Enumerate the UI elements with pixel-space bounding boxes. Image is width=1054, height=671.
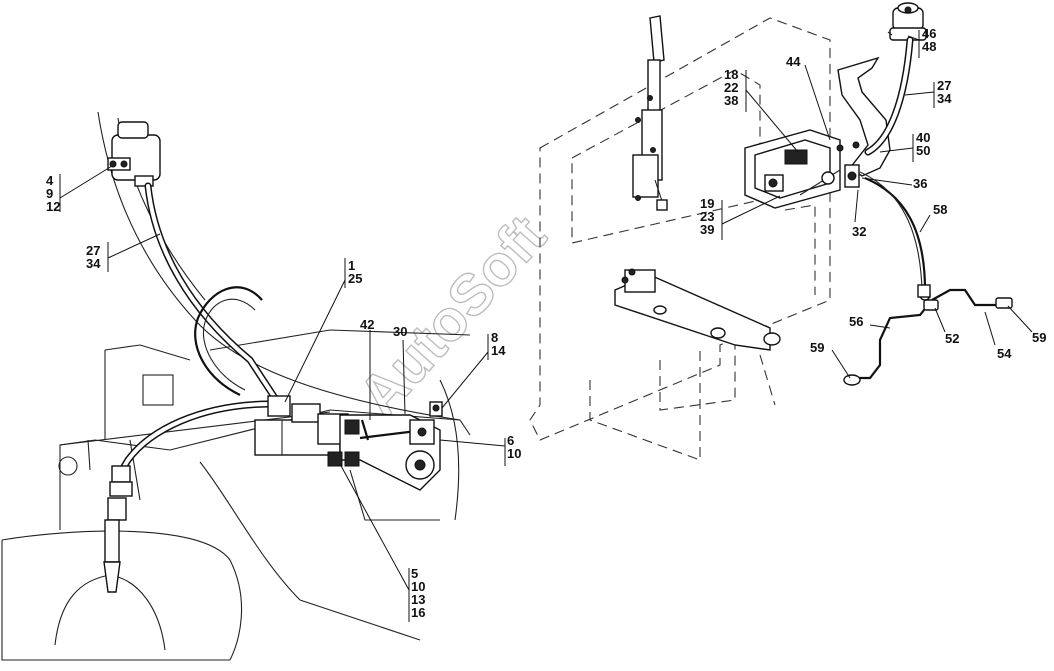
parking-brake-lever [632, 15, 668, 211]
callout-number: 23 [700, 209, 714, 224]
callout-42: 42 [360, 317, 374, 332]
callout-number: 22 [724, 80, 738, 95]
master-cylinder [254, 395, 349, 456]
callout-number: 36 [913, 176, 927, 191]
callout-number: 10 [507, 446, 521, 461]
hose-fittings-left [103, 465, 133, 593]
callout-58: 58 [933, 202, 947, 217]
callout-number: 39 [700, 222, 714, 237]
callout-30: 30 [393, 324, 407, 339]
callout-number: 9 [46, 186, 53, 201]
pedal-left [194, 286, 263, 396]
callout-number: 19 [700, 196, 714, 211]
callout-number: 34 [86, 256, 101, 271]
callout-number: 42 [360, 317, 374, 332]
callout-number: 56 [849, 314, 863, 329]
callout-1-25: 125 [348, 258, 362, 286]
callout-59-left: 59 [810, 340, 824, 355]
callout-number: 1 [348, 258, 355, 273]
reservoir-left [107, 121, 161, 187]
callout-number: 10 [411, 579, 425, 594]
callout-6-10: 610 [507, 433, 521, 461]
frame-outline-left [1, 111, 471, 661]
cab-frame-dashed [529, 17, 831, 461]
callout-number: 44 [786, 54, 801, 69]
callout-number: 4 [46, 173, 54, 188]
callout-number: 48 [922, 39, 936, 54]
callout-number: 27 [86, 243, 100, 258]
callout-number: 52 [945, 331, 959, 346]
callout-number: 58 [933, 202, 947, 217]
callout-number: 13 [411, 592, 425, 607]
callout-number: 59 [1032, 330, 1046, 345]
callout-number: 14 [491, 343, 506, 358]
callout-number: 16 [411, 605, 425, 620]
callout-number: 32 [852, 224, 866, 239]
callout-44: 44 [786, 54, 801, 69]
reservoir-right [887, 2, 927, 41]
callout-59-right: 59 [1032, 330, 1046, 345]
callout-number: 30 [393, 324, 407, 339]
leader-lines [59, 30, 1033, 622]
callout-number: 54 [997, 346, 1012, 361]
callout-number: 12 [46, 199, 60, 214]
linkage-bracket [327, 401, 443, 491]
callout-number: 46 [922, 26, 936, 41]
callout-number: 25 [348, 271, 362, 286]
callout-number: 8 [491, 330, 498, 345]
callout-36: 36 [913, 176, 927, 191]
callout-number: 34 [937, 91, 952, 106]
callout-8-14: 814 [491, 330, 506, 358]
callout-number: 27 [937, 78, 951, 93]
callout-number: 40 [916, 130, 930, 145]
callout-number: 6 [507, 433, 514, 448]
brake-pedal [836, 56, 891, 188]
callout-number: 38 [724, 93, 738, 108]
callout-number: 5 [411, 566, 418, 581]
callout-number: 18 [724, 67, 738, 82]
callout-32: 32 [852, 224, 866, 239]
brake-lines-right [843, 171, 1013, 386]
brake-valve-assembly [744, 129, 841, 209]
callout-number: 59 [810, 340, 824, 355]
pedal-shaft [614, 268, 781, 351]
callout-52: 52 [945, 331, 959, 346]
callout-number: 50 [916, 143, 930, 158]
callout-54: 54 [997, 346, 1012, 361]
callout-56: 56 [849, 314, 863, 329]
